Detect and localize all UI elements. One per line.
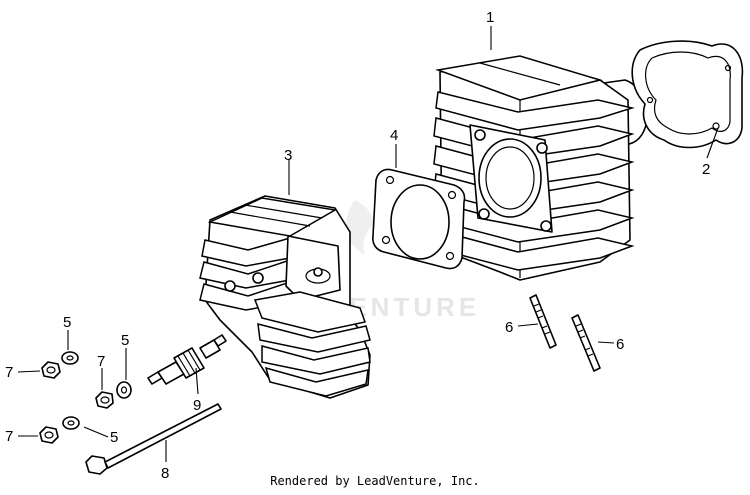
stud-bolt-part [571, 314, 601, 372]
callout-6-left: 6 [505, 319, 513, 336]
nut-part [39, 426, 59, 444]
callout-7-top: 7 [5, 364, 13, 381]
head-gasket-part [372, 168, 466, 270]
callout-4: 4 [390, 127, 398, 144]
footer-credit: Rendered by LeadVenture, Inc. [270, 474, 480, 488]
callout-2: 2 [702, 161, 710, 178]
callout-1: 1 [486, 9, 494, 26]
cylinder-head-part [199, 195, 371, 399]
washer-part [62, 416, 80, 430]
washer-part [116, 381, 132, 399]
callout-6-right: 6 [616, 336, 624, 353]
cylinder-part [433, 55, 648, 281]
callout-5-middle: 5 [121, 332, 129, 349]
leader-lines [17, 26, 719, 462]
spark-plug-part [147, 334, 227, 385]
callout-7-bottom: 7 [5, 428, 13, 445]
callout-7-middle: 7 [97, 353, 105, 370]
callout-5-bottom: 5 [110, 429, 118, 446]
base-gasket-part [631, 40, 744, 149]
washer-part [61, 351, 79, 365]
long-bolt-part [85, 403, 222, 475]
callout-8: 8 [161, 465, 169, 482]
callout-9: 9 [193, 397, 201, 414]
stud-bolt-part [529, 294, 557, 349]
nut-part [41, 361, 61, 379]
nut-part [95, 391, 114, 409]
callout-3: 3 [284, 147, 292, 164]
callout-labels: 1 2 3 4 5 5 5 6 6 7 7 7 8 9 [5, 9, 710, 482]
callout-5-top: 5 [63, 314, 71, 331]
